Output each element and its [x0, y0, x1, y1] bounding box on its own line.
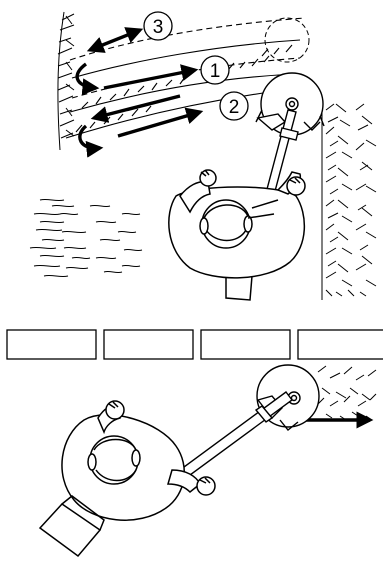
arrow-step-1 [103, 64, 199, 90]
curb-stones [6, 329, 383, 360]
curb-stone-1 [6, 329, 97, 360]
step-label-2: 2 [219, 91, 249, 121]
arrow-step-1-left [90, 94, 181, 123]
bottom-scene [6, 329, 383, 558]
grass-edge-left [57, 11, 75, 151]
operator-figure-bottom [38, 400, 216, 558]
operator-figure-top [168, 169, 306, 301]
top-scene: 3 1 2 [29, 11, 377, 301]
curb-stone-4 [297, 329, 383, 360]
step-1-text: 1 [210, 61, 221, 82]
trimmer-shaft-top [261, 109, 299, 211]
step-label-1: 1 [200, 55, 230, 85]
curb-stone-2 [103, 329, 194, 360]
grass-patch-bottom [317, 365, 377, 421]
short-grass-left [29, 198, 143, 278]
curved-return-arrow-1 [75, 62, 100, 96]
step-label-3: 3 [143, 11, 173, 41]
direction-arrows [75, 27, 204, 158]
tall-grass-right [321, 100, 377, 300]
arrow-step-3 [86, 27, 144, 53]
arrow-step-2 [117, 107, 204, 138]
step-2-text: 2 [229, 97, 240, 118]
curb-stone-3 [200, 329, 291, 360]
ghost-cutting-head [264, 17, 310, 63]
step-3-text: 3 [153, 17, 164, 38]
curved-return-arrow-2 [78, 124, 104, 158]
